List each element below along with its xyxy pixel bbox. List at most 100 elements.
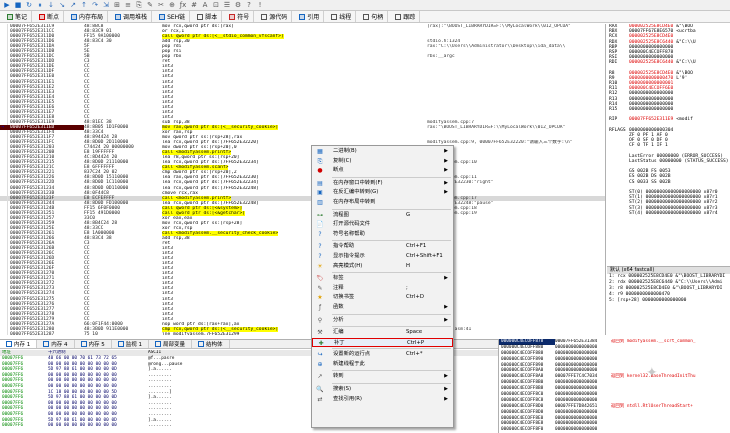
context-menu[interactable]: ▦二进制(B)▶⎘复制(C)▶●断点▶▤在内存窗口中转到(F)▶▣在反汇编中转到… <box>311 145 454 428</box>
settings-icon[interactable]: ⚙ <box>234 1 242 9</box>
tab-breakpoint[interactable]: 断点 <box>35 11 65 22</box>
dump-tab-3[interactable]: 内存 5 <box>75 340 112 348</box>
tab-source[interactable]: 源代码 <box>257 11 293 22</box>
cut-icon[interactable]: ✂ <box>158 1 164 9</box>
menu-icon[interactable]: ☰ <box>223 1 231 9</box>
menu-item-analyze[interactable]: ⚲分析▶ <box>312 316 453 326</box>
tab-seh[interactable]: SEH链 <box>155 11 191 22</box>
argument-row[interactable]: 1: rcx 000002525E8CD4E0 &"\BOOST_LIBRARY… <box>609 274 726 279</box>
menu-item-source-file[interactable]: 📄打开源代码文件 <box>312 220 453 230</box>
arguments-panel[interactable]: 默认 (x64 fastcall) 1: rcx 000002525E8CD4E… <box>607 266 730 336</box>
menu-item-find-refs[interactable]: ⇄查找引用(R)▶ <box>312 395 453 405</box>
menu-item-comment[interactable]: ✎注释; <box>312 284 453 294</box>
trace-over-icon[interactable]: ⊞ <box>114 1 120 9</box>
tab-note[interactable]: 笔记 <box>3 11 33 22</box>
animate-icon[interactable]: ↷ <box>92 1 98 9</box>
window-icon[interactable]: ⊡ <box>213 1 219 9</box>
pause-icon[interactable]: ⏸ <box>38 1 42 9</box>
menu-item-copy[interactable]: ⎘复制(C)▶ <box>312 157 453 167</box>
step-out-icon[interactable]: ↗ <box>70 1 76 9</box>
hash-icon[interactable]: # <box>191 1 197 9</box>
register-row[interactable]: ST(1) 00000000000000000000 x87r1 <box>607 195 730 200</box>
disassembly-gutter[interactable] <box>0 24 8 335</box>
copy-icon[interactable]: ⎘ <box>136 1 142 9</box>
tab-script[interactable]: 脚本 <box>193 11 223 22</box>
dump-tab-6[interactable]: 结构体 <box>192 340 230 348</box>
register-row[interactable]: OF 0 SF 0 DF 0 <box>607 138 730 143</box>
menu-item-label[interactable]: 🏷标签▶ <box>312 274 453 284</box>
argument-row[interactable]: 4: r9 0000000000000470 <box>609 292 670 297</box>
menu-item-memmap-goto[interactable]: ▥在内存布局中转到 <box>312 198 453 208</box>
tab-memory-map[interactable]: 内存布局 <box>67 11 109 22</box>
list-icon[interactable]: ≡ <box>125 1 131 9</box>
register-row[interactable]: ZF 0 PF 1 AF 0 <box>607 133 730 138</box>
register-row[interactable]: LastError 00000000 (ERROR_SUCCESS) <box>607 154 730 159</box>
register-row[interactable]: ST(2) 00000000000000000000 x87r2 <box>607 200 730 205</box>
step-into-icon[interactable]: ↓ <box>48 1 54 9</box>
menu-item-highlight[interactable]: ☀高亮模式(H)H <box>312 262 453 272</box>
calling-convention-title[interactable]: 默认 (x64 fastcall) <box>607 267 730 274</box>
register-row[interactable]: ST(3) 00000000000000000000 x87r3 <box>607 206 730 211</box>
menu-item-help[interactable]: ?符号名称帮助 <box>312 230 453 240</box>
step-over-icon[interactable]: ↘ <box>59 1 65 9</box>
tab-thread[interactable]: 线程 <box>327 11 357 22</box>
argument-row[interactable]: 5: [rsp+28] 0000000000000000 <box>609 298 687 303</box>
menu-item-search[interactable]: 🔍搜索(S)▶ <box>312 385 453 395</box>
register-row[interactable]: ST(0) 00000000000000000000 x87r0 <box>607 190 730 195</box>
tab-handle[interactable]: 句柄 <box>359 11 389 22</box>
tab-reference[interactable]: 引用 <box>295 11 325 22</box>
tab-callstack[interactable]: 调用堆栈 <box>111 11 153 22</box>
